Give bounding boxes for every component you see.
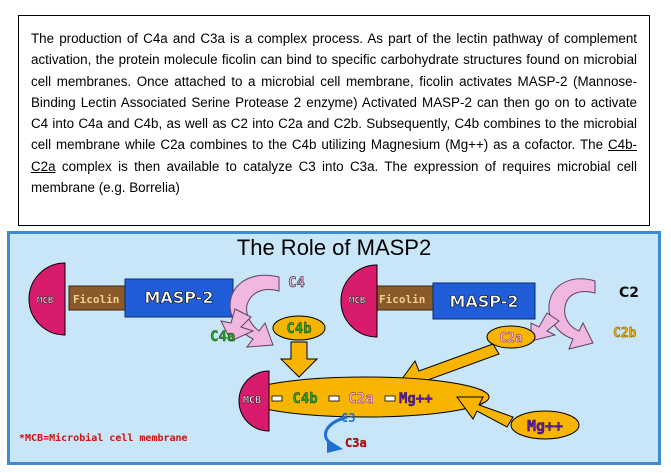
c2a-right-ellipse	[486, 325, 536, 349]
underlined-complex-name: C4b-C2a	[31, 137, 637, 174]
mcb-complex-label: MCB	[243, 395, 261, 406]
masp2-right-box	[432, 282, 536, 320]
c4b-down-arrow	[279, 341, 319, 378]
ficolin-left-label: Ficolin	[73, 293, 119, 306]
description-paragraph: The production of C4a and C3a is a compl…	[31, 28, 637, 198]
mg-source-ellipse	[510, 410, 580, 440]
diagram-title: The Role of MASP2	[237, 235, 431, 260]
complex-c2a-label: C2a	[348, 391, 373, 407]
c3-label: C3	[341, 411, 355, 425]
complex-mg-label: Mg++	[399, 391, 433, 407]
mcb-complex	[238, 370, 270, 432]
complex-c4b-label: C4b	[292, 391, 317, 407]
link-3	[384, 395, 396, 402]
c4a-arrow	[220, 308, 255, 342]
description-box: The production of C4a and C3a is a compl…	[18, 15, 650, 226]
mcb-right	[340, 264, 378, 338]
c2a-pink-arrow	[530, 312, 560, 342]
masp2-right-label: MASP-2	[449, 292, 518, 311]
c2b-label: C2b	[613, 326, 637, 341]
mg-source-label: Mg++	[527, 417, 563, 435]
c4b-left-label: C4b	[286, 321, 311, 337]
footnote: *MCB=Microbial cell membrane	[19, 432, 188, 444]
c2-cleavage-arrow	[548, 278, 596, 350]
mcb-left	[28, 262, 66, 336]
masp2-left-label: MASP-2	[144, 288, 213, 307]
paragraph-part-2: complex is then available to catalyze C3…	[31, 158, 637, 196]
paragraph-part-1: The production of C4a and C3a is a compl…	[31, 31, 637, 153]
c4a-label: C4a	[210, 329, 235, 345]
c3-arrowhead	[327, 439, 343, 453]
mg-to-complex-arrow	[456, 396, 514, 428]
c4b-left-ellipse	[272, 315, 326, 341]
c2a-right-label: C2a	[499, 331, 523, 346]
c3a-label: C3a	[345, 436, 367, 450]
link-2	[328, 395, 340, 402]
c2-label: C2	[619, 285, 639, 301]
masp2-role-diagram: The Role of MASP2 MCB Ficolin MASP-2 C4 …	[7, 231, 661, 465]
c4-label: C4	[288, 275, 305, 291]
mcb-right-label: MCB	[349, 296, 366, 306]
mcb-left-label: MCB	[37, 296, 54, 306]
ficolin-right-label: Ficolin	[379, 293, 425, 306]
link-1	[271, 395, 283, 402]
